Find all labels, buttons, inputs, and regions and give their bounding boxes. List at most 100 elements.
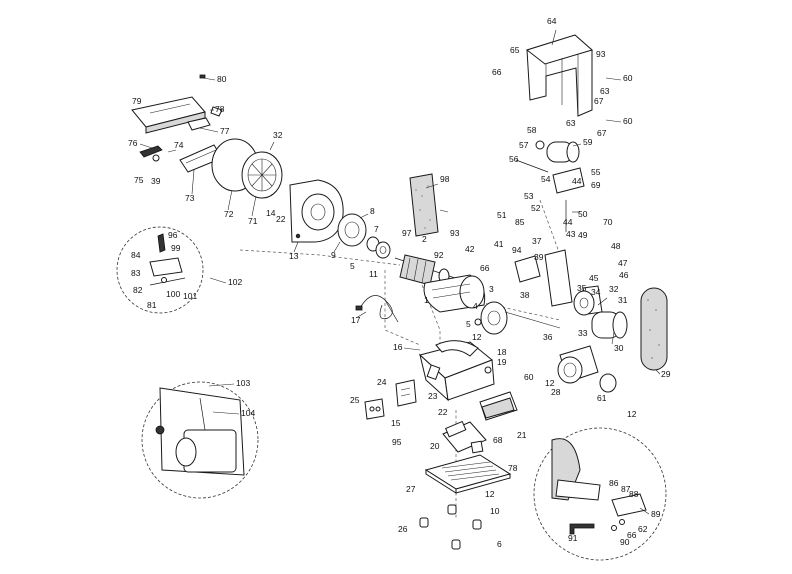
callout-33: 33 [578, 328, 588, 338]
callout-19: 19 [497, 357, 507, 367]
callout-36: 36 [543, 332, 553, 342]
callout-5-right: 5 [466, 319, 471, 329]
detail-circle-104 [141, 381, 259, 499]
callout-53: 53 [524, 191, 534, 201]
callout-18: 18 [497, 347, 507, 357]
detail-89-content [551, 438, 647, 535]
callout-55: 55 [591, 167, 601, 177]
callout-41: 41 [494, 239, 504, 249]
callout-5-left: 5 [350, 261, 355, 271]
callout-15: 15 [391, 418, 401, 428]
part-labels: 80 79 77 78 76 74 75 39 73 72 71 32 14 2… [128, 16, 671, 549]
wheel-guard [289, 179, 344, 243]
callout-2: 2 [422, 234, 427, 244]
callout-93-top: 93 [596, 49, 606, 59]
callout-10: 10 [490, 506, 500, 516]
callout-74: 74 [174, 140, 184, 150]
callout-17: 17 [351, 315, 361, 325]
callout-47: 47 [618, 258, 628, 268]
callout-103: 103 [236, 378, 250, 388]
callout-61: 61 [597, 393, 607, 403]
callout-66-bottom: 66 [627, 530, 637, 540]
detail-circle-102 [116, 226, 204, 314]
callout-25: 25 [350, 395, 360, 405]
belt-cover [525, 34, 594, 117]
callout-54: 54 [541, 174, 551, 184]
callout-101: 101 [183, 291, 197, 301]
callout-91: 91 [568, 533, 578, 543]
callout-29: 29 [661, 369, 671, 379]
callout-37: 37 [532, 236, 542, 246]
callout-13: 13 [289, 251, 299, 261]
callout-24: 24 [377, 377, 387, 387]
drive-drum-and-belt [591, 287, 668, 371]
callout-51: 51 [497, 210, 507, 220]
callout-82: 82 [133, 285, 143, 295]
callout-93-mid: 93 [450, 228, 460, 238]
callout-86: 86 [609, 478, 619, 488]
feet [419, 504, 482, 550]
callout-70: 70 [603, 217, 613, 227]
callout-32-right: 32 [609, 284, 619, 294]
callout-67-a: 67 [594, 96, 604, 106]
callout-100: 100 [166, 289, 180, 299]
callout-83: 83 [131, 268, 141, 278]
callout-32: 32 [273, 130, 283, 140]
callout-97: 97 [402, 228, 412, 238]
end-cover [474, 301, 561, 335]
power-cord [355, 295, 399, 323]
callout-69: 69 [591, 180, 601, 190]
flange-parts [337, 213, 391, 259]
tool-rest-assembly [131, 74, 223, 173]
callout-31: 31 [618, 295, 628, 305]
callout-72: 72 [224, 209, 234, 219]
callout-94: 94 [512, 245, 522, 255]
callout-102: 102 [228, 277, 242, 287]
callout-7: 7 [374, 224, 379, 234]
detail-104-content [155, 387, 245, 476]
callout-20: 20 [430, 441, 440, 451]
callout-44-a: 44 [572, 176, 582, 186]
callout-81: 81 [147, 300, 157, 310]
callout-43: 43 [566, 229, 576, 239]
callout-39: 39 [151, 176, 161, 186]
callout-60-b: 60 [623, 116, 633, 126]
callout-95: 95 [392, 437, 402, 447]
callout-35: 35 [577, 283, 587, 293]
idler-roller [515, 140, 580, 173]
base-plate [424, 454, 512, 494]
callout-12-a: 12 [472, 332, 482, 342]
callout-14: 14 [266, 208, 276, 218]
callout-26: 26 [398, 524, 408, 534]
callout-99: 99 [171, 243, 181, 253]
callout-22: 22 [276, 214, 286, 224]
base-housing [418, 340, 495, 402]
callout-27: 27 [406, 484, 416, 494]
callout-62: 62 [638, 524, 648, 534]
callout-96: 96 [168, 230, 178, 240]
motor-housing [423, 274, 486, 313]
callout-98: 98 [440, 174, 450, 184]
callout-68: 68 [493, 435, 503, 445]
callout-63-a: 63 [600, 86, 610, 96]
callout-78-top: 78 [215, 104, 225, 114]
callout-88: 88 [629, 489, 639, 499]
belt-frame [514, 167, 603, 316]
callout-60-c: 60 [524, 372, 534, 382]
callout-78-bottom: 78 [508, 463, 518, 473]
callout-28: 28 [551, 387, 561, 397]
callout-60-a: 60 [623, 73, 633, 83]
callout-80: 80 [217, 74, 227, 84]
callout-87: 87 [621, 484, 631, 494]
callout-75: 75 [134, 175, 144, 185]
callout-1: 1 [424, 295, 429, 305]
callout-50: 50 [578, 209, 588, 219]
callout-16: 16 [393, 342, 403, 352]
callout-42: 42 [465, 244, 475, 254]
callout-59: 59 [583, 137, 593, 147]
callout-6: 6 [497, 539, 502, 549]
callout-79: 79 [132, 96, 142, 106]
callout-67-b: 67 [597, 128, 607, 138]
callout-63-b: 63 [566, 118, 576, 128]
callout-8: 8 [370, 206, 375, 216]
